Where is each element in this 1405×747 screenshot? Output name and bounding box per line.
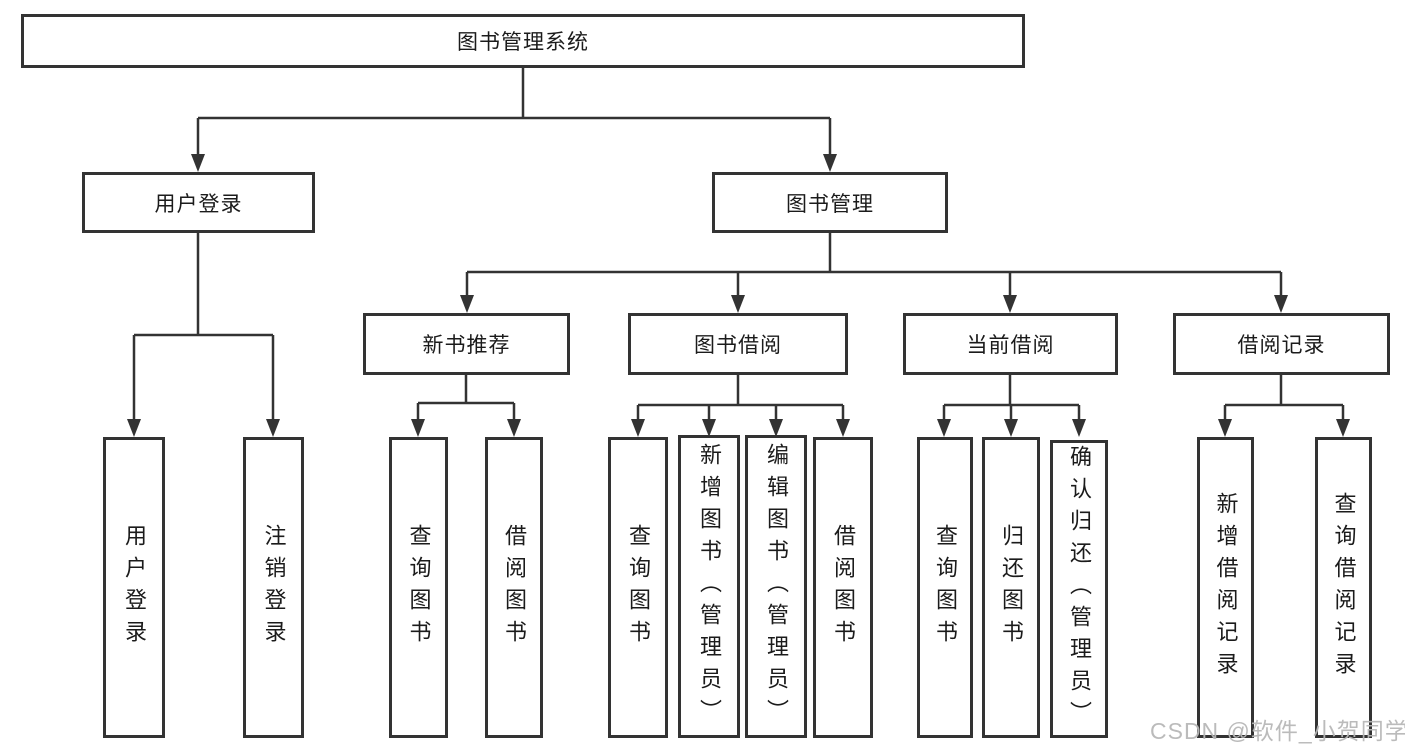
- connector-bookmgmt-to-level3: [465, 232, 1283, 296]
- connector-root-to-level2: [196, 68, 832, 155]
- leaf-edit-books-admin: 编辑图书（管理员）: [745, 435, 807, 738]
- arrow-icon: [507, 419, 521, 437]
- arrow-icon: [836, 419, 850, 437]
- arrow-icon: [769, 419, 783, 437]
- connector-currentborrow-to-leaves: [942, 375, 1081, 420]
- arrow-icon: [702, 419, 716, 437]
- leaf-logout: 注销登录: [243, 437, 304, 738]
- connector-userlogin-to-leaves: [132, 232, 275, 420]
- arrow-icon: [127, 419, 141, 437]
- leaf-add-borrow-record: 新增借阅记录: [1197, 437, 1254, 738]
- leaf-return-books: 归还图书: [982, 437, 1040, 738]
- connector-newbookrec-to-leaves: [416, 375, 516, 420]
- leaf-query-books-1: 查询图书: [389, 437, 448, 738]
- arrow-icon: [411, 419, 425, 437]
- leaf-add-books-admin: 新增图书（管理员）: [678, 435, 740, 738]
- leaf-confirm-return-admin: 确认归还（管理员）: [1050, 440, 1108, 738]
- node-current-borrow: 当前借阅: [903, 313, 1118, 375]
- arrow-icon: [631, 419, 645, 437]
- arrow-icon: [266, 419, 280, 437]
- leaf-query-books-2: 查询图书: [608, 437, 668, 738]
- arrow-icon: [460, 295, 474, 313]
- leaf-borrow-books-1: 借阅图书: [485, 437, 543, 738]
- node-user-login-branch: 用户登录: [82, 172, 315, 233]
- arrow-icon: [823, 154, 837, 172]
- connector-borrowrecords-to-leaves: [1223, 375, 1345, 420]
- arrow-icon: [1004, 419, 1018, 437]
- node-borrow-records: 借阅记录: [1173, 313, 1390, 375]
- arrow-icon: [1072, 419, 1086, 437]
- node-book-borrow: 图书借阅: [628, 313, 848, 375]
- node-root: 图书管理系统: [21, 14, 1025, 68]
- leaf-borrow-books-2: 借阅图书: [813, 437, 873, 738]
- arrow-icon: [1218, 419, 1232, 437]
- arrow-icon: [937, 419, 951, 437]
- arrowheads: [127, 154, 1350, 437]
- arrow-icon: [1336, 419, 1350, 437]
- arrow-icon: [1274, 295, 1288, 313]
- arrow-icon: [191, 154, 205, 172]
- arrow-icon: [731, 295, 745, 313]
- node-new-book-recommend: 新书推荐: [363, 313, 570, 375]
- leaf-user-login: 用户登录: [103, 437, 165, 738]
- connector-bookborrow-to-leaves: [636, 375, 845, 420]
- arrow-icon: [1003, 295, 1017, 313]
- csdn-watermark: CSDN @软件_小贺同学: [1150, 718, 1405, 744]
- leaf-query-books-3: 查询图书: [917, 437, 973, 738]
- node-book-management-branch: 图书管理: [712, 172, 948, 233]
- leaf-query-borrow-record: 查询借阅记录: [1315, 437, 1372, 738]
